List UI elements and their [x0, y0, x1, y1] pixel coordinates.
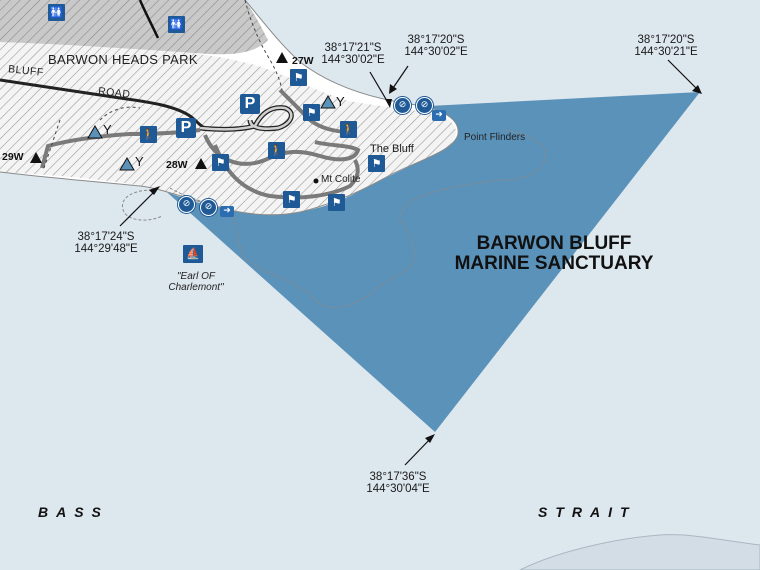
coordinate-label-c5: 38°17'36"S 144°30'04"E	[366, 471, 429, 495]
waypoint-29w-marker	[30, 152, 42, 163]
lookout-icon	[119, 157, 135, 171]
toilets-icon: 🚻	[168, 16, 185, 33]
coastline	[0, 0, 459, 216]
no-fishing-icon: ⊘	[416, 97, 433, 114]
coordinate-label-c3: 38°17'20"S 144°30'21"E	[634, 34, 697, 58]
dog-walking-icon: 🚶	[268, 142, 285, 159]
coordinate-c3-lat: 38°17'20"S	[637, 34, 695, 46]
toilets-icon: 🚻	[48, 4, 65, 21]
lookout-letter: Y	[336, 94, 345, 109]
direction-arrow-icon: ➜	[220, 206, 234, 217]
waypoint-29w-label: 29W	[2, 151, 24, 163]
coordinate-c4-lat: 38°17'24"S	[77, 231, 135, 243]
point-flinders-label: Point Flinders	[464, 132, 526, 143]
parking-icon: P	[240, 94, 260, 114]
parking-icon: P	[176, 118, 196, 138]
dog-walking-icon: 🚶	[140, 126, 157, 143]
no-fishing-icon: ⊘	[200, 199, 217, 216]
wreck-dashed	[122, 189, 163, 221]
viewing-platform-icon: ⚑	[303, 104, 320, 121]
pointer-c3-head	[692, 85, 702, 94]
urban-gray-area	[0, 0, 268, 55]
lookout-letter: Y	[103, 122, 112, 137]
the-bluff-label: The Bluff	[370, 143, 414, 155]
waypoint-28w-marker	[195, 158, 207, 169]
sanctuary-title: BARWON BLUFF MARINE SANCTUARY	[455, 234, 654, 274]
shipwreck-label-line1: "Earl OF	[177, 271, 215, 282]
sanctuary-title-line2: MARINE SANCTUARY	[454, 252, 654, 274]
coordinate-c5-lon: 144°30'04"E	[366, 483, 430, 496]
viewing-platform-icon: ⚑	[328, 194, 345, 211]
north-track	[138, 0, 160, 39]
bluff-road	[0, 78, 206, 130]
shipwreck-icon: ⛵	[183, 245, 203, 263]
sea-label-strait: STRAIT	[538, 504, 637, 520]
walking-track-loop	[203, 134, 361, 166]
coordinate-c3-lon: 144°30'21"E	[634, 46, 698, 59]
no-dogs-icon: ⊘	[394, 97, 411, 114]
pointer-c5-head	[425, 434, 435, 443]
lookout-letter: Y	[135, 154, 144, 169]
sea-label-bass: BASS	[38, 504, 109, 520]
sanctuary-title-line1: BARWON BLUFF	[476, 233, 632, 254]
pointer-c4	[119, 187, 159, 227]
viewing-platform-icon: ⚑	[290, 69, 307, 86]
waypoint-27w-marker	[276, 52, 288, 63]
no-dogs-icon: ⊘	[178, 196, 195, 213]
coordinate-c2-lon: 144°30'02"E	[404, 46, 468, 59]
pointer-c3	[667, 59, 701, 93]
coordinate-c2-lat: 38°17'20"S	[407, 34, 465, 46]
pointer-c1-head	[385, 99, 392, 108]
coordinate-c1-lon: 144°30'02"E	[321, 54, 385, 67]
walking-track-south	[213, 144, 360, 200]
waypoint-28w-label: 28W	[166, 159, 188, 171]
lookout-icon	[87, 125, 103, 139]
dog-walking-icon: 🚶	[340, 121, 357, 138]
shipwreck-label: "Earl OF Charlemont"	[168, 271, 224, 293]
waypoint-27w-label: 27W	[292, 55, 314, 67]
coordinate-label-c2: 38°17'20"S 144°30'02"E	[404, 34, 467, 58]
coordinate-c5-lat: 38°17'36"S	[369, 471, 427, 483]
coordinate-label-c4: 38°17'24"S 144°29'48"E	[74, 231, 137, 255]
lookout-icon	[320, 95, 336, 109]
shipwreck-label-line2: Charlemont"	[168, 281, 224, 293]
dashed-path-3	[43, 119, 61, 169]
viewing-platform-icon: ⚑	[368, 155, 385, 172]
pointer-c2-head	[389, 84, 397, 94]
reef-outline	[169, 129, 546, 308]
viewing-platform-icon: ⚑	[212, 154, 229, 171]
direction-arrow-icon: ➜	[432, 110, 446, 121]
park-label: BARWON HEADS PARK	[48, 52, 198, 67]
viewing-platform-icon: ⚑	[283, 191, 300, 208]
mt-colite-marker	[313, 178, 319, 184]
distant-coastline	[519, 534, 760, 570]
coordinate-c4-lon: 144°29'48"E	[74, 243, 138, 256]
coordinate-label-c1: 38°17'21"S 144°30'02"E	[321, 42, 384, 66]
mt-colite-label: Mt Colite	[321, 174, 361, 185]
access-road-inner	[199, 106, 293, 131]
pointer-c4-head	[149, 186, 160, 195]
coordinate-c1-lat: 38°17'21"S	[324, 42, 382, 54]
